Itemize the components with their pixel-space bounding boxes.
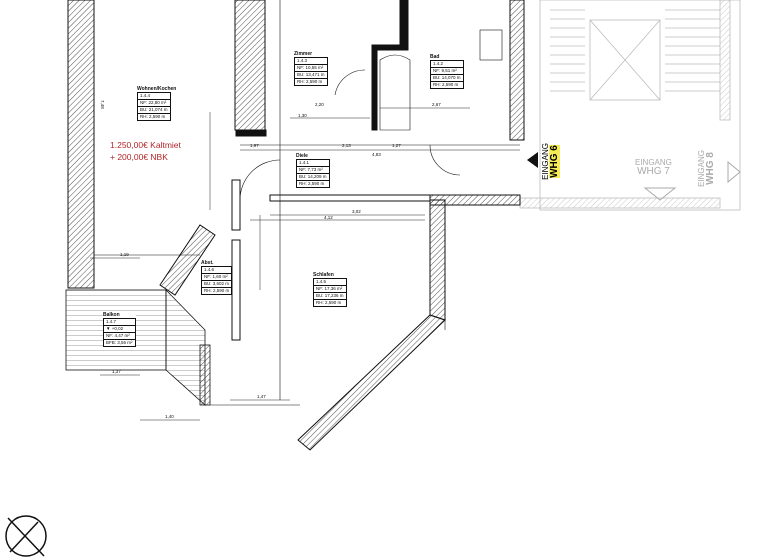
entrance-arrow-whg7-icon xyxy=(643,187,677,201)
walls xyxy=(67,0,525,451)
price-info: 1.250,00€ Kaltmiet + 200,00€ NBK xyxy=(110,139,181,163)
stairwell xyxy=(519,0,741,211)
balcony xyxy=(65,289,211,406)
nbk-price: + 200,00€ NBK xyxy=(110,152,168,162)
interior-lines xyxy=(94,0,520,406)
entrance-arrow-icon xyxy=(527,152,538,168)
north-arrow-icon xyxy=(5,515,47,557)
entrance-arrow-whg8-icon xyxy=(727,160,741,184)
dimension-lines xyxy=(90,107,520,421)
rent-price: 1.250,00€ Kaltmiet xyxy=(110,140,181,150)
